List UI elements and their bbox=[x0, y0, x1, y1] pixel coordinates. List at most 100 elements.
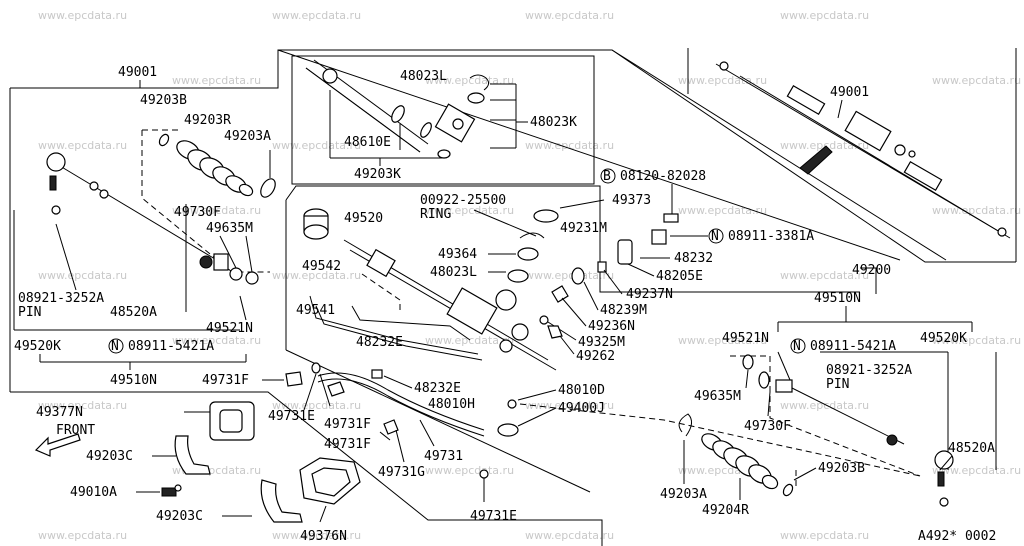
part-label: 48232E bbox=[414, 381, 461, 396]
part-label: 49203B bbox=[140, 93, 187, 108]
left-tie-rod-group: 49001 49203B 49203R 49203A 49730F bbox=[13, 65, 276, 388]
part-label: 49510N bbox=[110, 373, 157, 388]
watermark: www.epcdata.ru bbox=[932, 204, 1021, 217]
circle-n-symbol: N bbox=[793, 339, 801, 354]
watermark: www.epcdata.ru bbox=[525, 269, 614, 282]
part-label: 48610E bbox=[344, 135, 391, 150]
watermark: www.epcdata.ru bbox=[272, 9, 361, 22]
part-label: 49010A bbox=[70, 485, 117, 500]
part-label: 49520 bbox=[344, 211, 383, 226]
part-label: 49204R bbox=[702, 503, 749, 518]
part-label: 49400J bbox=[558, 401, 605, 416]
watermark: www.epcdata.ru bbox=[272, 269, 361, 282]
part-label: 49203B bbox=[818, 461, 865, 476]
part-label: 49635M bbox=[206, 221, 253, 236]
watermark: www.epcdata.ru bbox=[525, 529, 614, 542]
watermark: www.epcdata.ru bbox=[272, 139, 361, 152]
part-label: 49373 bbox=[612, 193, 651, 208]
part-label: 49001 bbox=[830, 85, 869, 100]
circle-n-symbol: N bbox=[111, 339, 119, 354]
part-label: 48023L bbox=[430, 265, 477, 280]
part-label: PIN bbox=[18, 305, 41, 320]
part-label: 49520K bbox=[920, 331, 967, 346]
part-label: 49730F bbox=[174, 205, 221, 220]
part-label: 48205E bbox=[656, 269, 703, 284]
part-label: 08921-3252A bbox=[826, 363, 912, 378]
part-label: 49231M bbox=[560, 221, 607, 236]
part-label: 49236N bbox=[588, 319, 635, 334]
right-tie-rod-group: 49510N 49521N N 08911-5421A 49520K 08921… bbox=[660, 291, 997, 518]
circle-b-symbol: B bbox=[603, 169, 611, 184]
part-label: 49731G bbox=[378, 465, 425, 480]
part-label: 48232E bbox=[356, 335, 403, 350]
part-label: 48232 bbox=[674, 251, 713, 266]
assembly-boundary bbox=[9, 49, 1016, 546]
watermark: www.epcdata.ru bbox=[932, 74, 1021, 87]
part-label: PIN bbox=[826, 377, 849, 392]
part-label: 08120-82028 bbox=[620, 169, 706, 184]
part-label: 49542 bbox=[302, 259, 341, 274]
part-label: 49520K bbox=[14, 339, 61, 354]
part-label: 49376N bbox=[300, 529, 347, 544]
watermark: www.epcdata.ru bbox=[38, 9, 127, 22]
watermark: www.epcdata.ru bbox=[678, 334, 767, 347]
part-label: 08921-3252A bbox=[18, 291, 104, 306]
part-label: 49731 bbox=[424, 449, 463, 464]
watermark: www.epcdata.ru bbox=[780, 529, 869, 542]
part-label: 49001 bbox=[118, 65, 157, 80]
part-label: 49203C bbox=[156, 509, 203, 524]
part-label: 00922-25500 bbox=[420, 193, 506, 208]
watermark: www.epcdata.ru bbox=[932, 334, 1021, 347]
watermark: www.epcdata.ru bbox=[780, 269, 869, 282]
part-label: 49200 bbox=[852, 263, 891, 278]
part-label: 49731F bbox=[202, 373, 249, 388]
part-label: 48520A bbox=[110, 305, 157, 320]
watermark: www.epcdata.ru bbox=[525, 9, 614, 22]
part-label: 48010H bbox=[428, 397, 475, 412]
part-label: 48520A bbox=[948, 441, 995, 456]
watermark: www.epcdata.ru bbox=[172, 334, 261, 347]
part-label: 08911-3381A bbox=[728, 229, 814, 244]
part-label: 49325M bbox=[578, 335, 625, 350]
part-label: 49203K bbox=[354, 167, 401, 182]
part-label: 49521N bbox=[206, 321, 253, 336]
watermark: www.epcdata.ru bbox=[780, 399, 869, 412]
part-label: 49541 bbox=[296, 303, 335, 318]
part-label: 49203A bbox=[224, 129, 271, 144]
inset-box-valve: 48023L 48023K 48610E 49203K bbox=[291, 55, 595, 185]
part-label: 49203R bbox=[184, 113, 231, 128]
part-label: 49521N bbox=[722, 331, 769, 346]
part-label: 48010D bbox=[558, 383, 605, 398]
watermark: www.epcdata.ru bbox=[780, 9, 869, 22]
central-rack-group: 49200 49520 00922-25500 RING 49373 B 081… bbox=[285, 168, 921, 493]
watermark: www.epcdata.ru bbox=[38, 269, 127, 282]
circle-n-symbol: N bbox=[711, 229, 719, 244]
watermark: www.epcdata.ru bbox=[172, 74, 261, 87]
part-label: 49635M bbox=[694, 389, 741, 404]
boot-left bbox=[176, 140, 254, 197]
watermark: www.epcdata.ru bbox=[38, 399, 127, 412]
watermark: www.epcdata.ru bbox=[272, 399, 361, 412]
inset-rack-overview: 49001 bbox=[687, 48, 1017, 262]
watermark: www.epcdata.ru bbox=[425, 464, 514, 477]
part-label: 49731E bbox=[470, 509, 517, 524]
diagram-code: A492* 0002 bbox=[918, 529, 996, 544]
part-label: 49731F bbox=[324, 417, 371, 432]
part-label: 48023L bbox=[400, 69, 447, 84]
part-label: 49731F bbox=[324, 437, 371, 452]
part-label: 48023K bbox=[530, 115, 577, 130]
part-label: 48239M bbox=[600, 303, 647, 318]
watermark: www.epcdata.ru bbox=[780, 139, 869, 152]
mount-group: 49731F 49731E 49377N FRONT 49203C 49010A… bbox=[34, 362, 517, 544]
part-label: 49510N bbox=[814, 291, 861, 306]
part-label: 49203A bbox=[660, 487, 707, 502]
boot-right bbox=[701, 433, 779, 490]
part-label: 08911-5421A bbox=[810, 339, 896, 354]
watermark: www.epcdata.ru bbox=[525, 139, 614, 152]
part-label: 49377N bbox=[36, 405, 83, 420]
watermark: www.epcdata.ru bbox=[38, 139, 127, 152]
watermark: www.epcdata.ru bbox=[678, 74, 767, 87]
watermark: www.epcdata.ru bbox=[272, 529, 361, 542]
part-label: RING bbox=[420, 207, 451, 222]
